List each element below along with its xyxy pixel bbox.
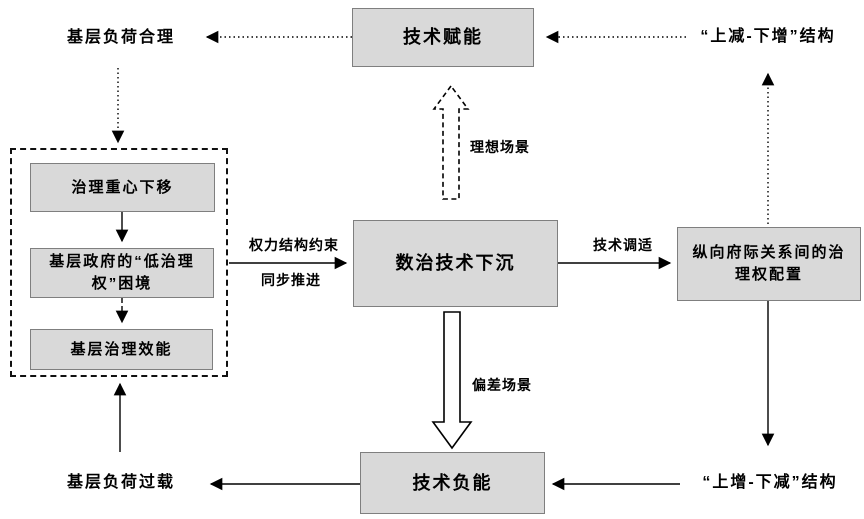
node-low-governance-power-dilemma: 基层政府的“低治理权”困境 xyxy=(30,248,214,298)
label-ideal-scenario: 理想场景 xyxy=(470,139,530,155)
node-governance-center-shift: 治理重心下移 xyxy=(30,163,215,212)
label-power-structure-constraint: 权力结构约束 xyxy=(249,237,339,253)
label-load-reasonable: 基层负荷合理 xyxy=(66,29,175,46)
label-deviation-scenario: 偏差场景 xyxy=(472,377,532,393)
label-tech-adjustment: 技术调适 xyxy=(593,237,653,253)
node-tech-negative-energy: 技术负能 xyxy=(360,452,545,514)
block-arrow-ideal-up xyxy=(432,84,470,200)
grassroots-group-frame xyxy=(10,148,228,377)
label-sync-advance: 同步推进 xyxy=(261,272,321,288)
block-arrow-deviation-down xyxy=(431,311,473,450)
node-digital-tech-sinking: 数治技术下沉 xyxy=(353,220,558,307)
node-grassroots-governance-efficacy: 基层治理效能 xyxy=(30,329,213,370)
node-tech-empowerment: 技术赋能 xyxy=(352,8,534,67)
label-up-minus-down-plus-structure: “上减-下增”结构 xyxy=(700,28,836,45)
label-load-overload: 基层负荷过载 xyxy=(66,474,175,491)
node-vertical-governance-allocation: 纵向府际关系间的治理权配置 xyxy=(677,227,861,301)
label-up-plus-down-minus-structure: “上增-下减”结构 xyxy=(702,474,838,491)
